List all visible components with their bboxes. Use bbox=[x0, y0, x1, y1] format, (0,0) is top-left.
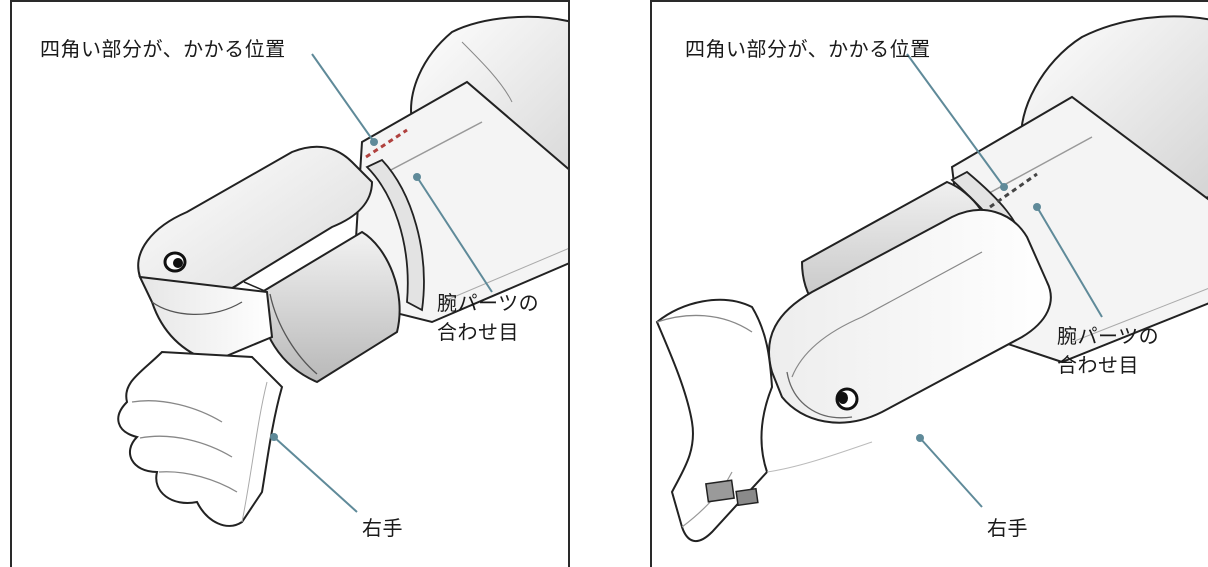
callout-right-hand: 右手 bbox=[362, 516, 403, 540]
joint-block bbox=[137, 145, 374, 364]
diagram-panel-left: 四角い部分が、かかる位置 腕パーツの 合わせ目 右手 bbox=[10, 0, 570, 567]
leader-lines bbox=[906, 53, 1103, 508]
seam-ring bbox=[365, 158, 425, 312]
callout-right-hand: 右手 bbox=[987, 516, 1028, 540]
right-hand-shape bbox=[117, 350, 284, 527]
callout-corner-position: 四角い部分が、かかる位置 bbox=[685, 37, 931, 61]
arm-part-illustration-left bbox=[117, 15, 568, 527]
dashed-position-marker bbox=[365, 128, 408, 159]
arm-part-illustration-right bbox=[655, 15, 1208, 542]
peg-hole-icon bbox=[163, 251, 187, 273]
callout-arm-seam: 腕パーツの 合わせ目 bbox=[1057, 324, 1160, 377]
joint-block bbox=[767, 208, 1052, 424]
diagram-panel-right: 四角い部分が、かかる位置 腕パーツの 合わせ目 右手 bbox=[650, 0, 1208, 567]
right-hand-shape bbox=[655, 298, 873, 542]
leader-lines bbox=[270, 53, 493, 513]
callout-corner-position: 四角い部分が、かかる位置 bbox=[40, 37, 286, 61]
peg-hole-icon bbox=[835, 387, 859, 411]
dashed-position-marker bbox=[989, 172, 1038, 209]
callout-arm-seam: 腕パーツの 合わせ目 bbox=[437, 291, 540, 344]
